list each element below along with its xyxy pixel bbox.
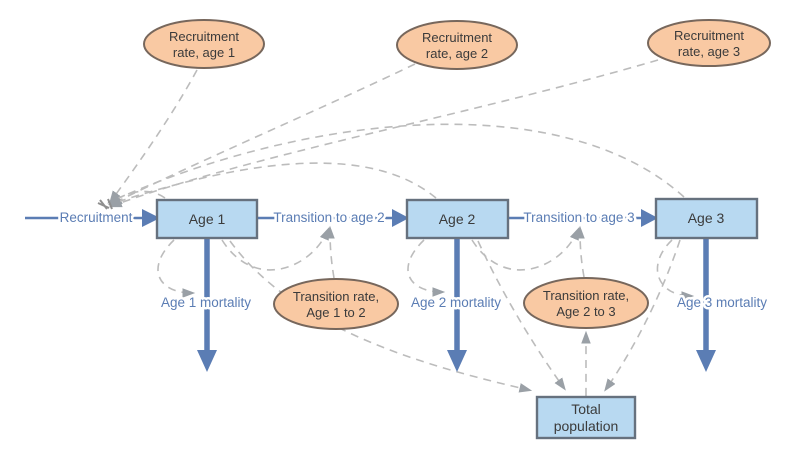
flow-transition23[interactable] [507,209,658,227]
recruitment-rate-3-label-line2: rate, age 3 [678,44,740,59]
stock-age-2[interactable] [405,198,510,240]
recruitment-flow-arrow [142,209,160,227]
link-age2-to-recruitment [107,162,437,206]
link-age3-to-mortality3 [656,239,695,301]
mortality3-flow-label[interactable]: Age 3 mortality [674,293,769,313]
link-trrate12-to-transition12 [325,225,335,279]
mortality1-flow-label[interactable]: Age 1 mortality [158,293,253,313]
link-age1-to-transition12 [221,227,330,271]
total-population-label: Total [571,401,601,417]
flow-mortality3[interactable] [696,237,716,372]
link-rec-rate3-to-recruitment [108,59,659,208]
link-age1-to-total [229,240,533,393]
flow-mortality2[interactable] [447,238,467,372]
link-rec-rate2-to-recruitment [109,63,416,206]
stock-age-1[interactable] [155,198,259,240]
stock-age-3[interactable] [654,197,759,240]
transition-rate-2-3-label-line2: Age 2 to 3 [556,304,615,319]
transition-rate-1-2-label-line2: Age 1 to 2 [306,305,365,320]
recruitment-rate-1-label-line2: rate, age 1 [173,45,235,60]
link-age3-to-recruitment [107,123,685,204]
link-rec-rate1-to-recruitment [109,69,198,204]
link-age2-to-total [477,240,566,391]
mortality2-flow-label[interactable]: Age 2 mortality [408,293,503,313]
variable-recruitment-rate-age-3[interactable] [647,19,771,67]
recruitment-rate-2-label: Recruitment [422,30,492,45]
variable-recruitment-rate-age-2[interactable] [396,20,518,70]
transition-rate-1-2-label: Transition rate, [293,289,379,304]
link-trrate23-to-transition23 [575,225,585,278]
influence-links [97,59,695,397]
flow-mortality1[interactable] [197,238,217,372]
transition12-flow-label[interactable]: Transition to age 2 [271,208,387,228]
age-2-label: Age 2 [439,211,476,227]
link-age1-to-mortality1 [157,239,196,298]
stock-total-population[interactable] [535,395,637,440]
recruitment-rate-2-label-line2: rate, age 2 [426,46,488,61]
recruitment-rate-1-label: Recruitment [169,29,239,44]
variable-recruitment-rate-age-1[interactable] [143,19,265,69]
transition23-flow-arrow [641,209,658,227]
flow-transition12[interactable] [257,209,409,227]
recruitment-rate-3-label: Recruitment [674,28,744,43]
recruitment-flow-label[interactable]: Recruitment [57,208,135,228]
mortality3-flow-arrow [696,350,716,372]
flow-recruitment[interactable] [25,209,160,227]
transition-rate-2-3-label: Transition rate, [543,288,629,303]
link-age1-to-recruitment [108,190,166,205]
recruitment-valve-cluster [97,198,113,210]
variable-transition-rate-2-3[interactable] [523,277,649,329]
link-age3-to-total [604,239,681,392]
age-3-label: Age 3 [688,210,725,226]
transition23-flow-label[interactable]: Transition to age 3 [521,208,637,228]
mortality2-flow-arrow [447,350,467,372]
transition12-flow-arrow [392,209,409,227]
link-age2-to-mortality2 [407,239,446,297]
variable-transition-rate-1-2[interactable] [273,278,399,330]
age-1-label: Age 1 [189,211,226,227]
total-population-label-line2: population [554,418,619,434]
mortality1-flow-arrow [197,350,217,372]
